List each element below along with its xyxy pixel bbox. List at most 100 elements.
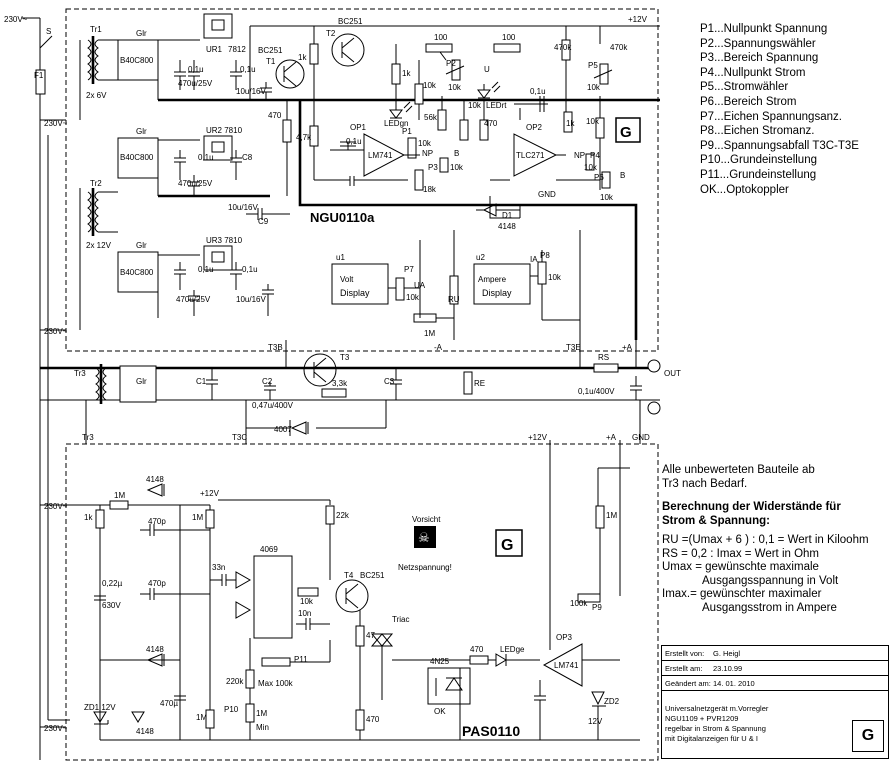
- potentiometer-p9: [577, 593, 601, 603]
- label-r100-b: 100: [502, 33, 516, 42]
- label-r1m-b: 1M: [192, 513, 203, 522]
- label-c-10u-c: 10u/16V: [236, 295, 266, 304]
- legend-item: P10...Grundeinstellung: [700, 154, 817, 167]
- label-230v-b: 230V~: [44, 327, 68, 336]
- resistor-1m-c: [205, 709, 215, 729]
- diode-4148-b: [100, 653, 180, 667]
- terminal-out-minus: [647, 401, 661, 415]
- label-br1: B40C800: [120, 56, 154, 65]
- label-r10k-b: 10k: [468, 101, 482, 110]
- title-value-author: G. Heigl: [713, 648, 741, 658]
- label-tr2-secondary: 2x 12V: [86, 241, 112, 250]
- label-t3b: T3B: [268, 343, 283, 352]
- zener-zd1: [93, 711, 109, 725]
- label-r1k-bottom: 1k: [84, 513, 93, 522]
- label-glr2: Glr: [136, 127, 147, 136]
- label-p3: P3: [428, 163, 438, 172]
- title-logo-icon: G: [852, 720, 884, 752]
- title-block: Erstellt von: G. Heigl Erstellt am: 23.1…: [661, 645, 889, 759]
- label-op3-type: LM741: [554, 661, 579, 670]
- logo-top-glyph: G: [620, 124, 632, 141]
- resistor-470-bottom: [355, 709, 365, 731]
- label-r470k-b: 470k: [610, 43, 628, 52]
- label-plus12-low: +12V: [200, 489, 220, 498]
- label-bc251-t1: BC251: [258, 46, 283, 55]
- label-br3: B40C800: [120, 268, 154, 277]
- label-p6: P6: [594, 173, 604, 182]
- regulator-ur3: [203, 245, 233, 271]
- label-zd1: ZD1 12V: [84, 703, 116, 712]
- label-u1: u1: [336, 253, 345, 262]
- label-t3e: T3E: [566, 343, 581, 352]
- legend-item: P5...Stromwähler: [700, 81, 789, 94]
- label-p3-10k: 10k: [450, 163, 464, 172]
- label-re: RE: [474, 379, 485, 388]
- label-gnd2: GND: [632, 433, 650, 442]
- zener-zd2: [591, 691, 606, 707]
- label-max100k: Max 100k: [258, 679, 294, 688]
- label-230v-top: 230V~: [4, 15, 28, 24]
- resistors-top: [282, 39, 605, 191]
- label-d4148-b: 4148: [146, 645, 164, 654]
- label-p1-10k: 10k: [418, 139, 432, 148]
- label-r47: 47: [366, 631, 375, 640]
- label-cout: 0,1u/400V: [578, 387, 615, 396]
- label-u: U: [484, 65, 490, 74]
- board-ngu0110a-outline: [65, 8, 659, 352]
- label-netzspannung: Netzspannung!: [398, 563, 452, 572]
- opamp-op1: [363, 133, 406, 177]
- potentiometer-p10: [245, 703, 255, 723]
- transformer-tr2: [79, 188, 118, 330]
- title-desc-line: mit Digitalanzeigen für U & I: [665, 734, 758, 743]
- label-r1k-b: 1k: [402, 69, 411, 78]
- label-p11: P11: [294, 655, 308, 664]
- label-ia: IA: [530, 255, 538, 264]
- label-c-01u-c: 0,1u: [198, 153, 214, 162]
- label-ur1-type: 7812: [228, 45, 246, 54]
- label-t4: T4: [344, 571, 354, 580]
- transformer-tr3: [95, 364, 107, 404]
- label-bc251c: BC251: [360, 571, 385, 580]
- resistor-220k: [245, 669, 255, 689]
- legend-item: P2...Spannungswähler: [700, 37, 816, 50]
- legend-item: P11...Grundeinstellung: [700, 168, 817, 181]
- transistor-t3: [303, 353, 337, 387]
- label-op3: OP3: [556, 633, 573, 642]
- label-op2-type: TLC271: [516, 151, 545, 160]
- notes: Alle unbewerteten Bauteile ab Tr3 nach B…: [662, 464, 894, 615]
- label-zd2: ZD2: [604, 697, 620, 706]
- capacitors-power: [206, 368, 642, 400]
- legend-item: P8...Eichen Stromanz.: [700, 125, 815, 138]
- title-desc-line: regelbar in Strom & Spannung: [665, 724, 766, 733]
- legend-item: P4...Nullpunkt Strom: [700, 66, 806, 79]
- label-plus-a: +A: [622, 343, 633, 352]
- label-op2: OP2: [526, 123, 543, 132]
- note-imax: Imax.= gewünschter maximaler: [662, 588, 822, 600]
- label-ic4069: 4069: [260, 545, 278, 554]
- label-p4: P4: [590, 151, 600, 160]
- label-ru: RU: [448, 295, 460, 304]
- label-u2: u2: [476, 253, 485, 262]
- board-pas0110-outline: [65, 443, 659, 761]
- transformer-tr1: [79, 36, 118, 120]
- label-r470-b: 470: [484, 119, 498, 128]
- label-ur1: UR1: [206, 45, 223, 54]
- title-description: Universalnetzgerät m.Vorregler NGU1109 +…: [662, 702, 838, 746]
- label-glr4: Glr: [136, 377, 147, 386]
- label-op1: OP1: [350, 123, 367, 132]
- label-c022: 0,22µ: [102, 579, 123, 588]
- title-row-author: Erstellt von: G. Heigl: [662, 646, 888, 661]
- label-plus12-top: +12V: [628, 15, 648, 24]
- terminal-out-plus: [647, 359, 661, 373]
- label-r1m-a: 1M: [114, 491, 125, 500]
- label-c-470u-c: 470u/25V: [176, 295, 211, 304]
- label-p9: P9: [592, 603, 602, 612]
- resistor-470-opto: [469, 655, 489, 665]
- legend-item: P7...Eichen Spannungsanz.: [700, 110, 842, 123]
- optocoupler-4n25: [427, 667, 471, 705]
- regulator-ur1: [203, 13, 233, 39]
- transistor-t4: [335, 579, 369, 613]
- resistor-47: [355, 625, 365, 647]
- label-c8: C8: [242, 153, 253, 162]
